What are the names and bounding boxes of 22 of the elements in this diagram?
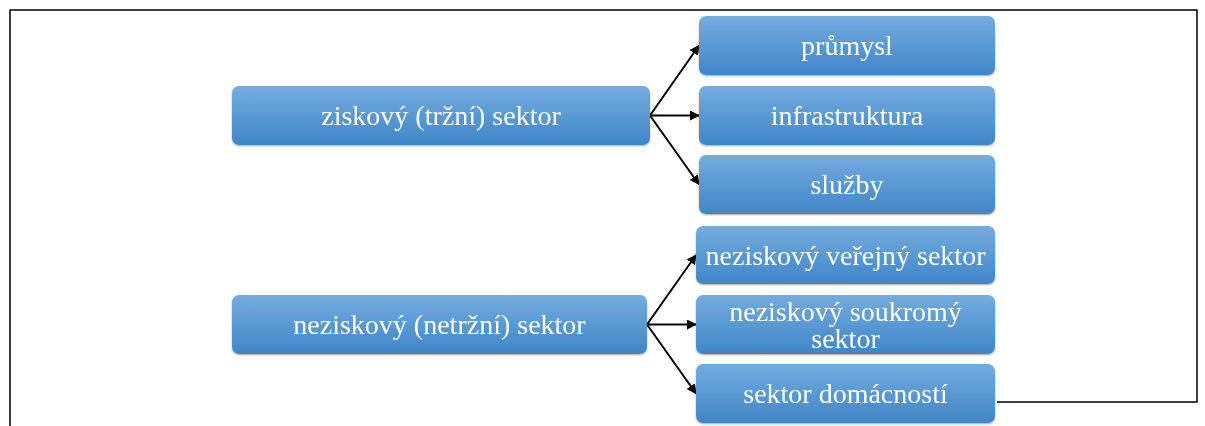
- sector-label: neziskový veřejný sektor: [705, 241, 986, 269]
- sector-label: průmysl: [801, 32, 893, 59]
- arrow: [649, 110, 700, 121]
- arrow: [649, 114, 700, 186]
- sector-label: infrastruktura: [770, 102, 924, 129]
- sector-box: [232, 295, 647, 354]
- sector-box: [696, 226, 995, 284]
- arrow: [646, 319, 697, 330]
- sector-box: [699, 86, 995, 145]
- arrow: [646, 323, 697, 395]
- sector-label: neziskový soukromý sektor: [728, 297, 963, 352]
- arrow: [649, 44, 700, 117]
- sector-label: služby: [810, 171, 884, 198]
- arrow: [646, 254, 697, 326]
- sector-label: sektor domácností: [743, 380, 948, 407]
- sector-box: [696, 364, 995, 423]
- sector-box: [699, 155, 995, 214]
- sector-label: ziskový (tržní) sektor: [321, 102, 561, 129]
- sector-box: [699, 16, 995, 75]
- sector-label: neziskový (netržní) sektor: [293, 311, 586, 338]
- sector-box: [232, 86, 650, 145]
- sector-box: [696, 295, 995, 354]
